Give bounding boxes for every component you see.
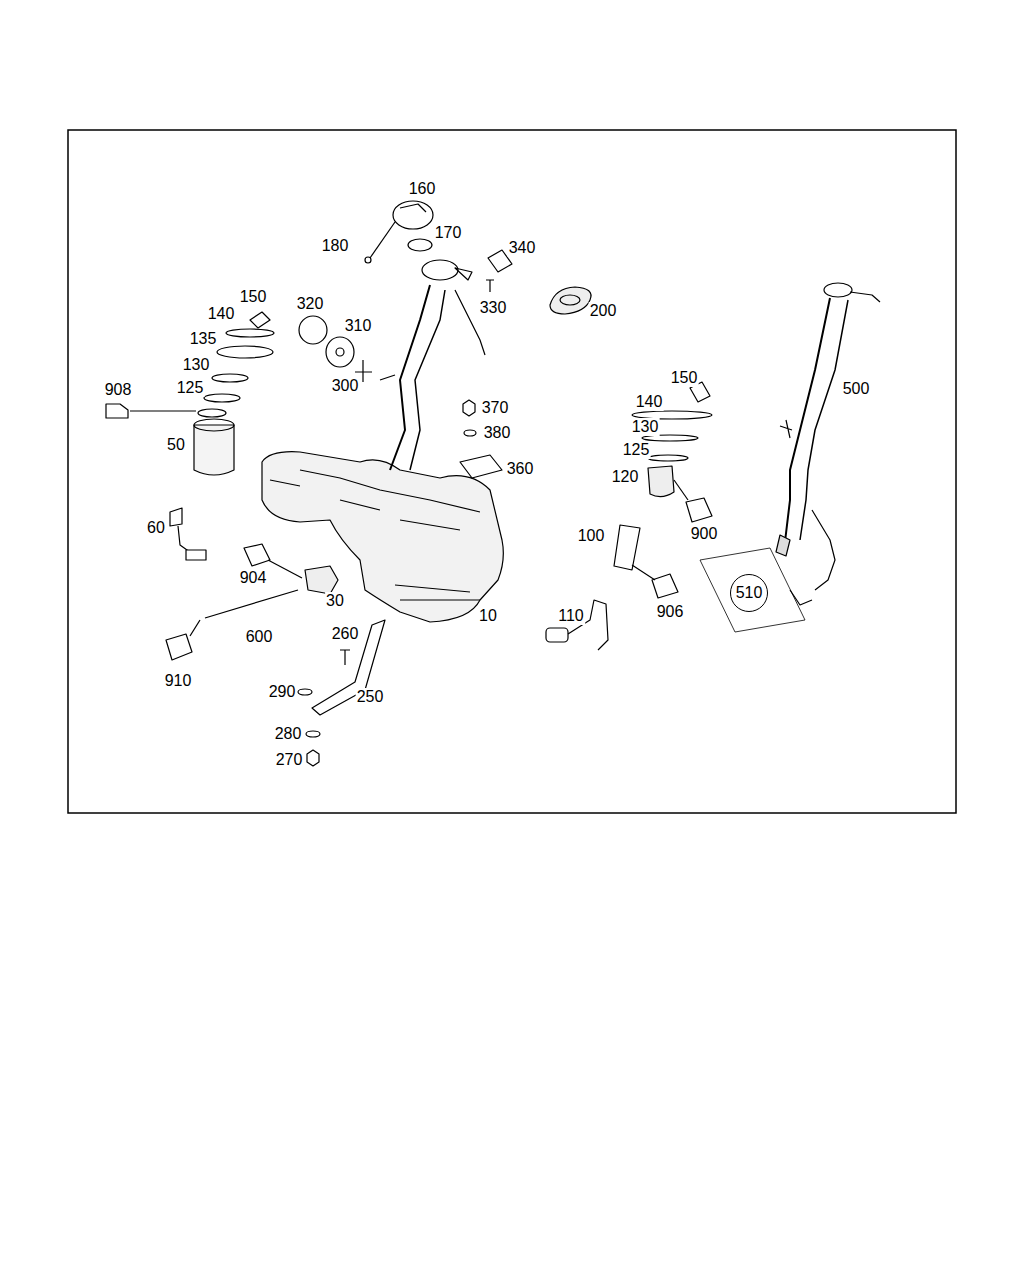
callout-number: 380 bbox=[483, 424, 512, 442]
callout-number: 60 bbox=[146, 519, 166, 537]
callout-number: 135 bbox=[189, 330, 218, 348]
callout-number: 150 bbox=[239, 288, 268, 306]
callout-number: 120 bbox=[611, 468, 640, 486]
callout-number: 330 bbox=[479, 299, 508, 317]
callout-number: 360 bbox=[506, 460, 535, 478]
callout-number: 900 bbox=[690, 525, 719, 543]
callout-number: 340 bbox=[508, 239, 537, 257]
callout-number: 904 bbox=[239, 569, 268, 587]
callout-number: 910 bbox=[164, 672, 193, 690]
callout-number: 300 bbox=[331, 377, 360, 395]
callout-number: 170 bbox=[434, 224, 463, 242]
callout-number: 160 bbox=[408, 180, 437, 198]
callout-number: 260 bbox=[331, 625, 360, 643]
callout-number: 125 bbox=[622, 441, 651, 459]
callout-number: 270 bbox=[275, 751, 304, 769]
tank bbox=[262, 452, 503, 622]
callout-number: 510 bbox=[736, 584, 763, 602]
callout-number: 280 bbox=[274, 725, 303, 743]
callout-number: 310 bbox=[344, 317, 373, 335]
callout-number: 290 bbox=[268, 683, 297, 701]
callout-number: 100 bbox=[577, 527, 606, 545]
callout-number: 30 bbox=[325, 592, 345, 610]
callout-number: 110 bbox=[557, 607, 585, 625]
callout-number: 600 bbox=[245, 628, 274, 646]
callout-number: 250 bbox=[356, 688, 385, 706]
callout-number: 150 bbox=[670, 369, 699, 387]
frame bbox=[68, 130, 956, 813]
callout-circle: 510 bbox=[730, 574, 768, 612]
callout-number: 906 bbox=[656, 603, 685, 621]
callout-number: 200 bbox=[589, 302, 618, 320]
callout-number: 500 bbox=[842, 380, 871, 398]
callout-number: 10 bbox=[478, 607, 498, 625]
callout-number: 908 bbox=[104, 381, 133, 399]
callout-number: 370 bbox=[481, 399, 510, 417]
callout-number: 320 bbox=[296, 295, 325, 313]
callout-number: 50 bbox=[166, 436, 186, 454]
callout-number: 140 bbox=[635, 393, 664, 411]
callout-number: 180 bbox=[321, 237, 350, 255]
callout-number: 140 bbox=[207, 305, 236, 323]
callout-number: 130 bbox=[631, 418, 660, 436]
callout-number: 125 bbox=[176, 379, 205, 397]
callout-number: 130 bbox=[182, 356, 211, 374]
